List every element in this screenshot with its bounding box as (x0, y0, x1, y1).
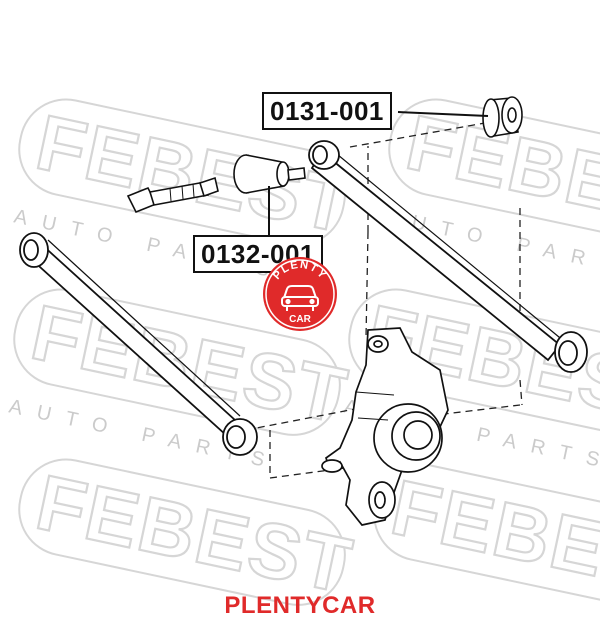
camber-cam-washer (233, 154, 306, 194)
plentycar-logo: PLENTY CAR (263, 257, 337, 331)
part-number-label-upper: 0131-001 (262, 92, 392, 130)
leader-line-upper (397, 111, 489, 117)
car-icon (281, 285, 319, 311)
footer-brand: PLENTYCAR (224, 592, 376, 619)
steering-knuckle (321, 327, 449, 526)
leader-lines (268, 111, 489, 238)
adjusting-bolt (126, 176, 219, 214)
watermark-5: FEBEST (18, 457, 361, 611)
watermark-5-brand: FEBEST (29, 458, 360, 611)
rear-control-arm-left (19, 232, 258, 456)
part-number-label-lower: 0132-001 (193, 235, 323, 273)
logo-bottom-text: CAR (289, 314, 311, 325)
arm-bushing (482, 96, 523, 138)
rear-control-arm-right (308, 140, 588, 373)
